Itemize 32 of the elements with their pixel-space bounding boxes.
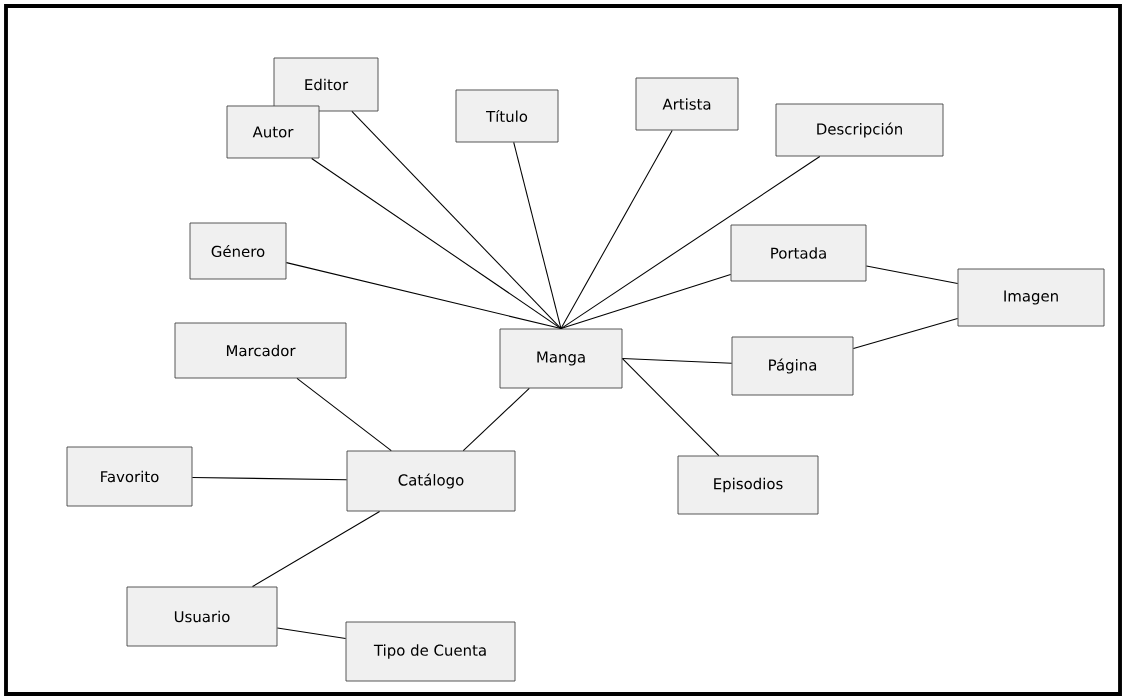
entity-box: Título <box>455 89 559 143</box>
connector-line <box>252 510 381 588</box>
entity-box: Manga <box>499 328 623 389</box>
entity-box: Autor <box>226 105 320 159</box>
entity-box: Favorito <box>66 446 193 507</box>
connector-line <box>191 476 348 481</box>
connector-line <box>560 129 673 330</box>
entity-box: Usuario <box>126 586 278 647</box>
connector-line <box>513 141 562 330</box>
entity-box: Género <box>189 222 287 280</box>
connector-line <box>621 357 733 364</box>
connector-line <box>276 627 347 640</box>
connector-line <box>560 155 821 330</box>
entity-box: Portada <box>730 224 867 282</box>
entity-box: Artista <box>635 77 739 131</box>
entity-box: Marcador <box>174 322 347 379</box>
connector-line <box>351 110 562 330</box>
entity-box: Tipo de Cuenta <box>345 621 516 682</box>
connector-line <box>560 274 732 330</box>
connector-line <box>865 265 959 284</box>
entity-box: Episodios <box>677 455 819 515</box>
connector-line <box>621 357 720 457</box>
connector-line <box>852 318 959 350</box>
entity-box: Imagen <box>957 268 1105 327</box>
entity-box: Catálogo <box>346 450 516 512</box>
connector-line <box>462 387 530 452</box>
connector-line <box>311 157 562 330</box>
connector-line <box>296 377 392 452</box>
entity-box: Editor <box>273 57 379 112</box>
connector-line <box>285 262 562 330</box>
entity-box: Página <box>731 336 854 396</box>
entity-box: Descripción <box>775 103 944 157</box>
